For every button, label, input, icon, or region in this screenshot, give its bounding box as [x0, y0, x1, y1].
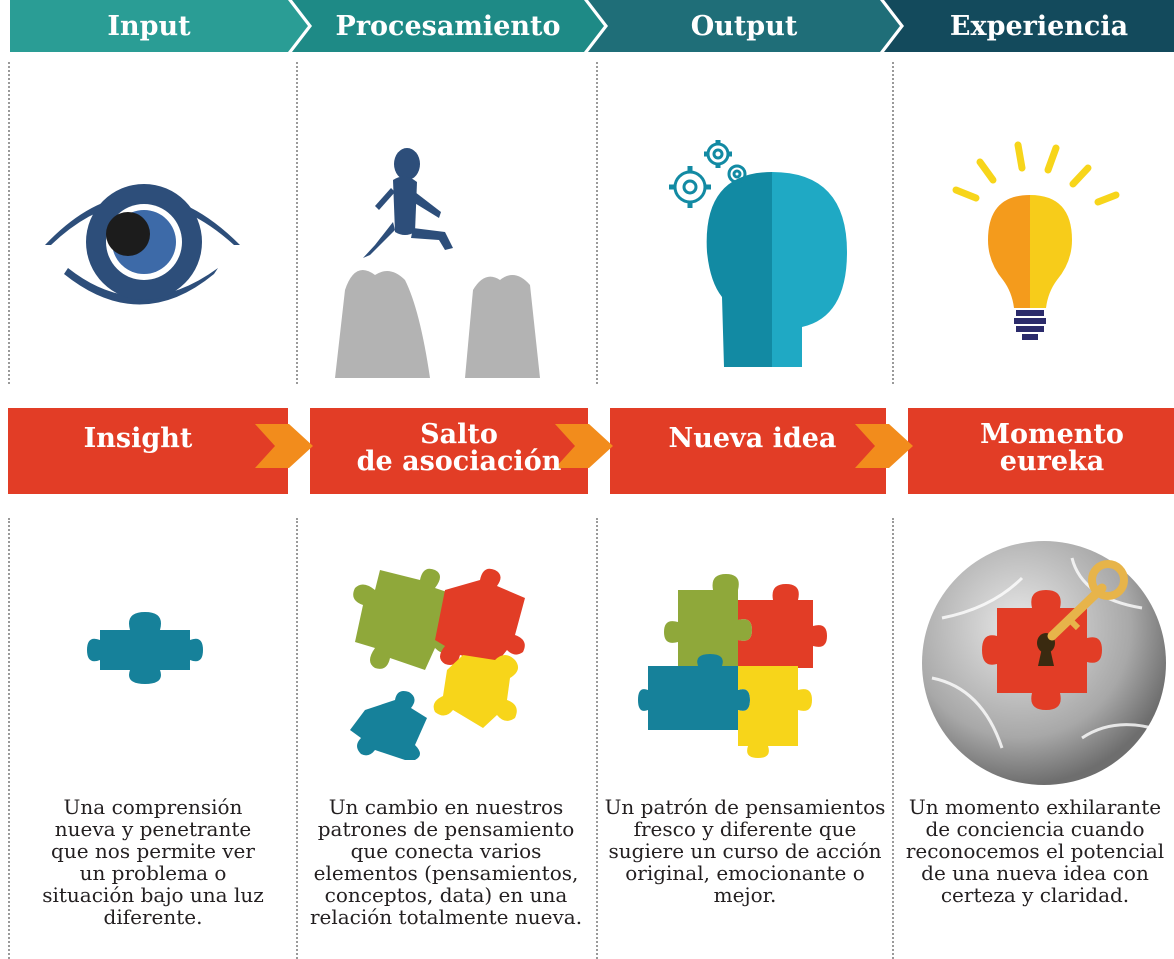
puzzle-pieces-scattered-icon [350, 568, 525, 760]
eye-icon [45, 184, 240, 305]
label-insight-text: Insight [83, 422, 193, 454]
divider [8, 62, 10, 384]
divider [596, 518, 598, 959]
description-salto: Un cambio en nuestros patrones de pensam… [309, 795, 583, 929]
head-gears-icon [669, 140, 847, 367]
header-input: Input [107, 10, 191, 42]
label-momento: Momento eureka [930, 418, 1174, 478]
lightbulb-icon [952, 141, 1120, 340]
divider [892, 62, 894, 384]
header-band [10, 0, 1174, 52]
label-salto-line1: Salto [420, 419, 498, 450]
label-insight: Insight [8, 408, 268, 468]
puzzle-piece-icon [87, 612, 203, 684]
label-momento-line2: eureka [999, 446, 1105, 477]
puzzle-key-sphere-icon [922, 541, 1166, 785]
header-output: Output [690, 10, 798, 42]
arrow-icon [255, 424, 313, 468]
label-nueva-idea-text: Nueva idea [668, 422, 837, 454]
leaping-figure-icon [335, 148, 540, 378]
arrow-icon [855, 424, 913, 468]
divider [892, 518, 894, 959]
puzzle-assembled-icon [638, 574, 827, 758]
header-procesamiento: Procesamiento [335, 10, 561, 42]
divider [296, 62, 298, 384]
label-salto-line2: de asociación [356, 446, 562, 477]
description-nueva-idea: Un patrón de pensamientos fresco y difer… [604, 795, 886, 907]
label-nueva-idea: Nueva idea [630, 408, 875, 468]
label-momento-line1: Momento [980, 419, 1124, 450]
header-experiencia: Experiencia [949, 10, 1129, 42]
red-band [8, 408, 1174, 494]
divider [596, 62, 598, 384]
label-salto: Salto de asociación [330, 418, 588, 478]
divider [296, 518, 298, 959]
divider [8, 518, 10, 959]
arrow-icon [555, 424, 613, 468]
description-insight: Una comprensión nueva y penetrante que n… [42, 795, 264, 929]
description-momento: Un momento exhilarante de conciencia cua… [905, 795, 1165, 907]
